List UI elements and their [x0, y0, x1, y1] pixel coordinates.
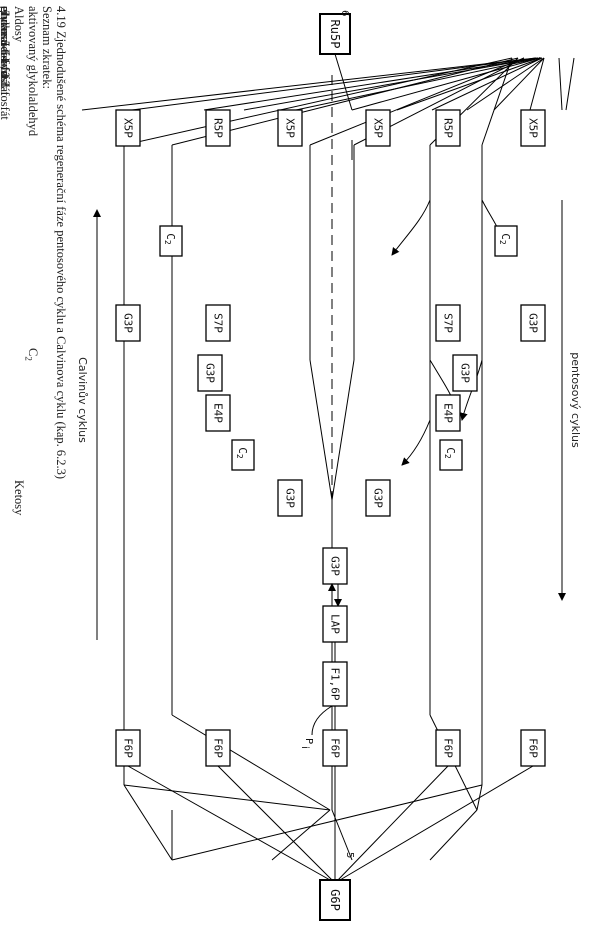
- svg-text:Ru5P: Ru5P: [328, 20, 342, 49]
- aldoses-list: Aldosy: [12, 6, 26, 42]
- c2-definition: aktivovaný glykolaldehyd: [26, 6, 40, 137]
- svg-text:E4P: E4P: [212, 403, 225, 423]
- aldose-name: glukosa-6-fosfát: [0, 6, 12, 88]
- svg-text:G3P: G3P: [329, 556, 342, 576]
- abbr-heading: Seznam zkratek:: [40, 6, 54, 89]
- svg-text:C2: C2: [236, 447, 250, 459]
- right-f6p-boxes: F6P F6P F6P F6P: [115, 729, 546, 881]
- ketoses-heading-box: Ketosy: [12, 480, 26, 515]
- svg-text:R5P: R5P: [442, 118, 455, 138]
- svg-text:X5P: X5P: [122, 118, 135, 138]
- figure-caption: 4.19 Zjednodušené schéma regenerační fáz…: [54, 6, 68, 480]
- connector-lines: [81, 57, 575, 861]
- svg-text:X5P: X5P: [284, 118, 297, 138]
- svg-text:LAP: LAP: [329, 614, 342, 634]
- svg-text:C2: C2: [499, 233, 513, 245]
- svg-text:X5P: X5P: [372, 118, 385, 138]
- calvin-cycle-label: Calvinův cyklus: [76, 357, 89, 443]
- svg-text:X5P: X5P: [527, 118, 540, 138]
- number-5: 5: [344, 852, 355, 858]
- rails: [334, 53, 353, 160]
- svg-text:C2: C2: [164, 233, 178, 245]
- svg-text:F6P: F6P: [122, 738, 135, 758]
- svg-text:F6P: F6P: [442, 738, 455, 758]
- svg-text:G3P: G3P: [527, 313, 540, 333]
- svg-text:G3P: G3P: [284, 488, 297, 508]
- svg-text:C2: C2: [444, 447, 458, 459]
- aldoses-heading: Aldosy: [12, 6, 26, 43]
- c2-boxes: C2 C2 C2 C2: [159, 225, 518, 471]
- pentose-cycle-label: pentosový cyklus: [569, 352, 582, 448]
- center-chain: G3P LAP F1,6P P i F6P: [299, 547, 348, 880]
- svg-text:G3P: G3P: [372, 488, 385, 508]
- ru5p-node: Ru5P: [319, 13, 351, 55]
- svg-text:i: i: [299, 746, 310, 749]
- svg-text:R5P: R5P: [212, 118, 225, 138]
- svg-text:E4P: E4P: [442, 403, 455, 423]
- g6p-node: G6P: [319, 879, 351, 921]
- svg-text:F6P: F6P: [212, 738, 225, 758]
- middle-boxes: G3P S7P S7P G3P G3P G3P E4P E4P G3P G3P: [115, 304, 546, 517]
- svg-text:G3P: G3P: [122, 313, 135, 333]
- svg-text:G6P: G6P: [328, 889, 342, 911]
- svg-text:F1,6P: F1,6P: [329, 667, 342, 700]
- c2-code: C2: [23, 348, 41, 361]
- ketoses-heading: Ketosy: [12, 480, 26, 516]
- svg-text:F6P: F6P: [329, 738, 342, 758]
- svg-text:S7P: S7P: [442, 313, 455, 333]
- svg-text:S7P: S7P: [212, 313, 225, 333]
- svg-text:F6P: F6P: [527, 738, 540, 758]
- svg-text:G3P: G3P: [204, 363, 217, 383]
- number-6: 6: [339, 10, 350, 16]
- svg-text:G3P: G3P: [459, 363, 472, 383]
- left-boxes: X5P R5P X5P X5P R5P X5P: [115, 109, 546, 147]
- svg-text:P: P: [303, 738, 314, 744]
